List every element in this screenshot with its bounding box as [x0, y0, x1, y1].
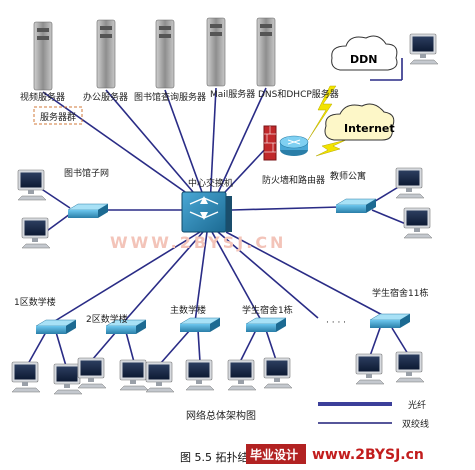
switch-zone2[interactable] — [105, 319, 147, 334]
legend-fiber-label: 光纤 — [408, 399, 426, 411]
firewall[interactable] — [263, 125, 277, 161]
workstation-icon[interactable] — [119, 359, 149, 391]
diagram-title: 网络总体架构图 — [186, 409, 256, 422]
workstation-icon[interactable] — [17, 169, 47, 201]
workstation-icon[interactable] — [227, 359, 257, 391]
workstation-icon[interactable] — [21, 217, 51, 249]
ddn-cloud: DDN — [331, 35, 398, 71]
switch-main[interactable] — [179, 317, 221, 332]
workstation-icon[interactable] — [395, 167, 425, 199]
mail-server[interactable] — [206, 17, 226, 87]
switch-zone1[interactable] — [35, 319, 77, 334]
workstation-icon[interactable] — [53, 363, 83, 395]
core-switch-label: 中心交换机 — [188, 177, 233, 189]
workstation-icon[interactable] — [395, 351, 425, 383]
library-query-server[interactable] — [155, 19, 175, 89]
wan-lightning — [307, 85, 347, 157]
workstation-icon[interactable] — [145, 361, 175, 393]
internet-cloud-label: Internet — [344, 122, 395, 135]
dns-dhcp-server[interactable] — [256, 17, 276, 87]
brand-logo: 毕业设计 www.2BYSJ.cn — [246, 444, 424, 464]
video-server-label: 视频服务器 — [20, 91, 65, 103]
library-subnet-label: 图书馆子网 — [64, 167, 109, 179]
router[interactable] — [279, 135, 309, 156]
internet-cloud: Internet — [324, 103, 395, 141]
office-server[interactable] — [96, 19, 116, 89]
workstation-icon[interactable] — [355, 353, 385, 385]
switch-teacher[interactable] — [335, 198, 377, 213]
server-group: 视频服务器 办公服务器 图书馆查询服务器 Mail服务器 DNS和DHCP服务器… — [20, 17, 339, 125]
workstation-icon[interactable] — [185, 359, 215, 391]
workstations — [11, 33, 439, 395]
links — [27, 58, 409, 367]
switch-library[interactable] — [67, 203, 109, 218]
mail-server-label: Mail服务器 — [210, 88, 255, 100]
library-query-server-label: 图书馆查询服务器 — [134, 91, 206, 103]
workstation-icon[interactable] — [77, 357, 107, 389]
ddn-cloud-label: DDN — [350, 53, 377, 66]
server-group-label: 服务器群 — [40, 111, 76, 123]
zone1-building-label: 1区数学楼 — [14, 296, 56, 308]
workstation-icon[interactable] — [11, 361, 41, 393]
dns-dhcp-server-label: DNS和DHCP服务器 — [258, 88, 339, 100]
workstation-icon[interactable] — [409, 33, 439, 65]
legend-twisted-label: 双绞线 — [402, 418, 429, 430]
brand-name: 毕业设计 — [250, 447, 298, 462]
switch-dorm1[interactable] — [245, 317, 287, 332]
video-server[interactable] — [33, 21, 53, 91]
dorm1-label: 学生宿舍1栋 — [242, 304, 293, 316]
core-switch[interactable] — [181, 191, 232, 233]
watermark: WWW.2BYSJ.CN — [110, 233, 286, 252]
switch-dorm11[interactable] — [369, 313, 411, 328]
teacher-apartment-label: 教师公寓 — [330, 170, 366, 182]
workstation-icon[interactable] — [263, 357, 293, 389]
server-group-box — [33, 106, 83, 125]
office-server-label: 办公服务器 — [83, 91, 128, 103]
zone2-building-label: 2区数学楼 — [86, 313, 128, 325]
dorm11-label: 学生宿舍11栋 — [372, 287, 428, 299]
firewall-router-label: 防火墙和路由器 — [262, 174, 325, 186]
brand-url: www.2BYSJ.cn — [312, 447, 424, 463]
workstation-icon[interactable] — [403, 207, 433, 239]
ellipsis-label: · · · · — [326, 318, 346, 328]
main-building-label: 主数学楼 — [170, 304, 206, 316]
